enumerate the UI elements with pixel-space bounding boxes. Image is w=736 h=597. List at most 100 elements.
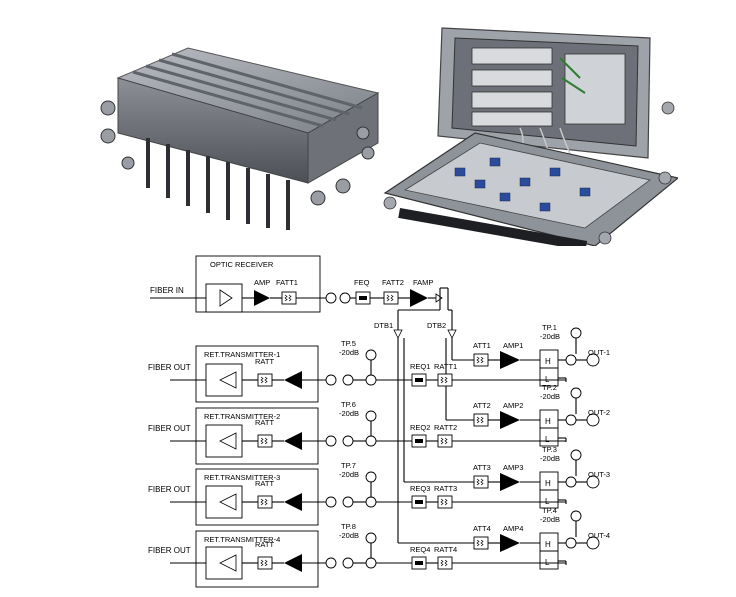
- out4-port: [586, 536, 600, 550]
- tx-ratt-4-label: RATT: [255, 540, 274, 549]
- out1-label: OUT-1: [588, 348, 610, 357]
- fatt2-label: FATT2: [382, 278, 404, 287]
- amp2-triangle: [500, 411, 520, 429]
- att1-label: ATT1: [473, 341, 491, 350]
- ret-amp-2: [284, 432, 302, 450]
- ret-coupler-4: [365, 557, 377, 569]
- out2-coupler: [565, 414, 577, 426]
- optic-receiver-module: [195, 255, 321, 313]
- fiber-in-label: FIBER IN: [150, 286, 184, 295]
- tp3-level: -20dB: [540, 454, 560, 463]
- req3-equalizer: [411, 495, 427, 509]
- famp-label: FAMP: [413, 278, 433, 287]
- ret-transmitter-1-title: RET.TRANSMITTER-1: [204, 350, 280, 359]
- req4-label: REQ4: [410, 545, 430, 554]
- fatt1-label: FATT1: [276, 278, 298, 287]
- ret-coupler-3: [365, 496, 377, 508]
- dtb2-label: DTB2: [427, 321, 446, 330]
- tp3-label: TP.3: [542, 445, 557, 454]
- optic-amp-label: AMP: [254, 278, 270, 287]
- att4-label: ATT4: [473, 524, 491, 533]
- tp1-label: TP.1: [542, 323, 557, 332]
- out1-port: [586, 353, 600, 367]
- fiber-out-3-label: FIBER OUT: [148, 485, 191, 494]
- tp4-label: TP.4: [542, 506, 557, 515]
- tx-ratt-1-label: RATT: [255, 357, 274, 366]
- amp1-label: AMP1: [503, 341, 523, 350]
- fatt2-attenuator: [383, 291, 399, 305]
- tp6-label: TP.6: [341, 400, 356, 409]
- tp6-level: -20dB: [339, 409, 359, 418]
- tx-ratt-1-attenuator: [257, 373, 273, 387]
- att3-attenuator: [473, 475, 489, 489]
- req1-equalizer: [411, 373, 427, 387]
- out4-coupler: [565, 537, 577, 549]
- tx-ratt-4-attenuator: [257, 556, 273, 570]
- req2-label: REQ2: [410, 423, 430, 432]
- req3-label: REQ3: [410, 484, 430, 493]
- block-diagram: OPTIC RECEIVER FIBER IN AMP FATT1 FEQ FA…: [148, 255, 610, 588]
- return-transmitter-module-4: [195, 530, 319, 588]
- out3-coupler: [565, 476, 577, 488]
- out3-label: OUT-3: [588, 470, 610, 479]
- req2-equalizer: [411, 434, 427, 448]
- diplexer-high-label: H: [545, 540, 551, 549]
- ret-amp-4: [284, 554, 302, 572]
- att4-attenuator: [473, 536, 489, 550]
- tp2-level: -20dB: [540, 392, 560, 401]
- tp7-label: TP.7: [341, 461, 356, 470]
- fiber-out-2-label: FIBER OUT: [148, 424, 191, 433]
- out2-label: OUT-2: [588, 408, 610, 417]
- tp1-level: -20dB: [540, 332, 560, 341]
- tx-ratt-3-label: RATT: [255, 479, 274, 488]
- ratt3-label: RATT3: [434, 484, 457, 493]
- fiber-out-4-label: FIBER OUT: [148, 546, 191, 555]
- diplexer-high-label: H: [545, 479, 551, 488]
- famp-triangle: [410, 289, 428, 307]
- open-housing-photo: [383, 27, 678, 246]
- ratt4-label: RATT4: [434, 545, 457, 554]
- req1-label: REQ1: [410, 362, 430, 371]
- dtb2-splitter: [447, 329, 457, 339]
- feq-equalizer: [355, 291, 371, 305]
- tp4-level: -20dB: [540, 515, 560, 524]
- ret-transmitter-2-title: RET.TRANSMITTER-2: [204, 412, 280, 421]
- amp4-triangle: [500, 534, 520, 552]
- return-transmitter-module-3: [195, 468, 319, 526]
- dtb1-label: DTB1: [374, 321, 393, 330]
- tp8-level: -20dB: [339, 531, 359, 540]
- out1-coupler: [565, 354, 577, 366]
- req4-equalizer: [411, 556, 427, 570]
- optic-amp-triangle: [254, 290, 270, 306]
- out2-port: [586, 413, 600, 427]
- tp5-label: TP.5: [341, 339, 356, 348]
- ratt2-label: RATT2: [434, 423, 457, 432]
- ret-coupler-2: [365, 435, 377, 447]
- att1-attenuator: [473, 353, 489, 367]
- dtb1-splitter: [393, 329, 403, 339]
- return-transmitter-module-1: [195, 345, 319, 403]
- return-transmitter-module-2: [195, 407, 319, 465]
- att2-label: ATT2: [473, 401, 491, 410]
- tp7-level: -20dB: [339, 470, 359, 479]
- diplexer-high-label: H: [545, 357, 551, 366]
- out3-port: [586, 475, 600, 489]
- diplexer-low-label: L: [545, 435, 550, 444]
- amp3-triangle: [500, 473, 520, 491]
- tx-ratt-2-attenuator: [257, 434, 273, 448]
- tp8-label: TP.8: [341, 522, 356, 531]
- closed-housing-photo: [100, 47, 380, 230]
- ratt1-label: RATT1: [434, 362, 457, 371]
- amp2-label: AMP2: [503, 401, 523, 410]
- att3-label: ATT3: [473, 463, 491, 472]
- tx-ratt-3-attenuator: [257, 495, 273, 509]
- att2-attenuator: [473, 413, 489, 427]
- ret-coupler-1: [365, 374, 377, 386]
